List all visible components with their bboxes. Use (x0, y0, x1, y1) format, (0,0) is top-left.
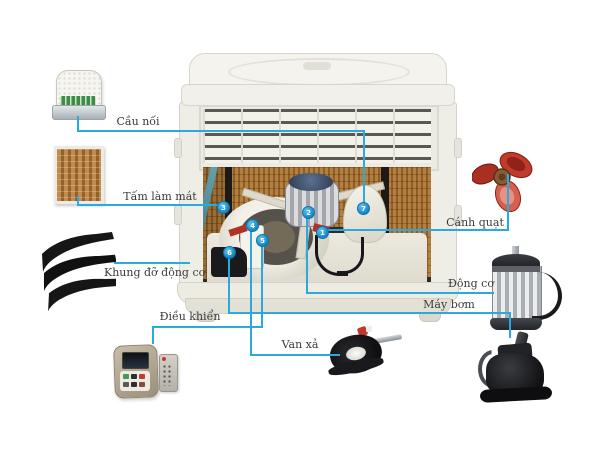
cooler-side-tab (454, 205, 462, 225)
cooler-louver-grille (203, 109, 431, 163)
drain-valve-cap-white (366, 326, 372, 332)
cooler-top-vent (303, 62, 331, 70)
leader-line-dieu-khien (261, 244, 263, 328)
terminal-connector-strip (60, 96, 96, 107)
leader-line-canh-quat (324, 229, 509, 231)
marker-3-tam-lam-mat: 3 (217, 201, 230, 214)
label-dong-co: Động cơ (448, 277, 494, 290)
fan-blade-image (472, 151, 533, 212)
internal-motor-cap (289, 173, 333, 191)
label-dieu-khien: Điều khiển (159, 310, 221, 323)
terminal-connector-base (52, 105, 106, 120)
motor-shaft (512, 246, 519, 260)
remote-power-button (162, 357, 166, 361)
leader-line-dong-co (306, 215, 308, 294)
controller-button (131, 382, 137, 387)
pump-base-plate (479, 386, 553, 403)
leader-line-may-bom (509, 314, 511, 338)
motor-cable (532, 272, 562, 320)
controller-button (131, 374, 137, 379)
motor-base (490, 318, 542, 330)
leader-line-may-bom (228, 256, 230, 314)
leader-line-cau-noi (363, 130, 365, 206)
motor-frame-image (42, 232, 116, 312)
label-van-xa: Van xả (281, 338, 319, 351)
controller-button (139, 374, 145, 379)
leader-line-dieu-khien (152, 328, 154, 344)
motor-band (492, 266, 540, 272)
controller-button (123, 374, 129, 379)
leader-line-tam-lam-mat (77, 196, 79, 206)
leader-line-tam-lam-mat (77, 204, 223, 206)
marker-7-cau-noi: 7 (357, 202, 370, 215)
cooler-collar (181, 84, 455, 106)
controller-button (139, 382, 145, 387)
leader-line-dieu-khien (152, 326, 263, 328)
leader-line-van-xa (250, 354, 340, 356)
marker-2-dong-co: 2 (302, 206, 315, 219)
label-may-bom: Máy bơm (423, 298, 475, 311)
label-canh-quat: Cánh quạt (446, 216, 504, 229)
leader-line-cau-noi (77, 130, 365, 132)
label-khung-do-dong-co: Khung đỡ động cơ (104, 266, 206, 279)
marker-5-dieu-khien: 5 (256, 234, 269, 247)
marker-1-canh-quat: 1 (316, 226, 329, 239)
leader-line-dong-co (306, 292, 494, 294)
label-cau-noi: Cầu nối (116, 115, 160, 128)
cooler-side-tab (454, 138, 462, 158)
label-tam-lam-mat: Tấm làm mát (123, 190, 197, 203)
remote-buttons (162, 364, 173, 386)
black-cable (337, 237, 364, 274)
marker-6-may-bom: 6 (223, 246, 236, 259)
leader-line-van-xa (250, 228, 252, 356)
cooling-pad-image (54, 146, 104, 204)
leader-line-cau-noi (77, 116, 79, 132)
controller-screen (122, 352, 149, 369)
cooler-side-tab (174, 205, 182, 225)
marker-4-van-xa: 4 (246, 219, 259, 232)
controller-button (123, 382, 129, 387)
cooler-side-tab (174, 138, 182, 158)
leader-line-may-bom (228, 312, 511, 314)
leader-line-canh-quat (507, 174, 509, 231)
black-cable (315, 235, 348, 276)
leader-line-khung-do-dong-co (114, 262, 190, 264)
